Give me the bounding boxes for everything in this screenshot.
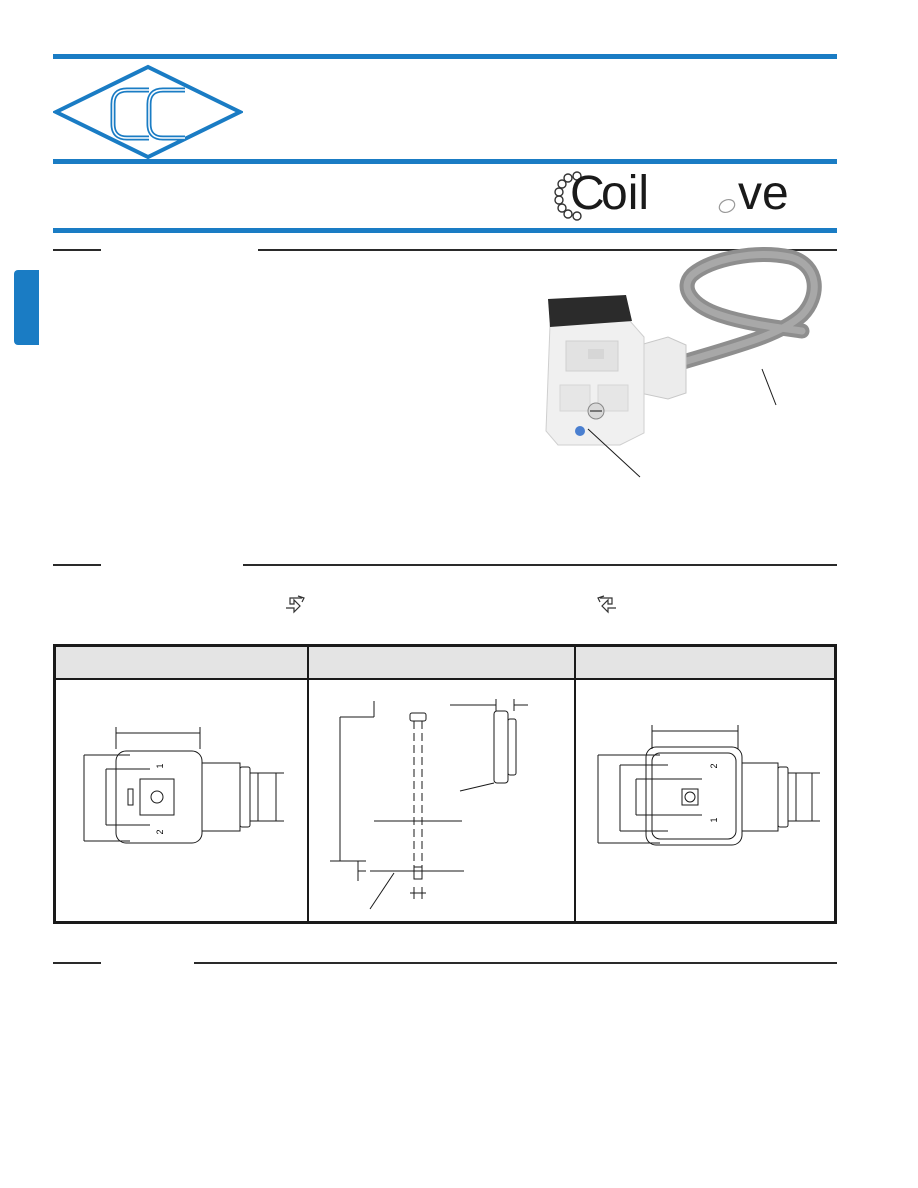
pin-label-right-bottom: 1 [709,817,719,822]
brand-word-right: ve [738,167,789,220]
drawing-table: 1 2 [53,644,837,924]
rotate-right-icon [597,595,616,614]
column-divider-1 [307,647,309,921]
section2-rule-long [243,564,837,566]
side-tab [14,270,39,345]
drawing-top-view-right: 2 1 [597,725,820,846]
brand-initial: C [570,167,605,220]
brand-word-left: oil [601,167,650,220]
top-blue-rule [53,54,837,59]
drawing-side-view [330,699,528,910]
section2-rule-short [53,564,101,566]
drawing-table-header [56,647,834,680]
section-rule-long [258,249,837,251]
mid-blue-rule [53,159,837,164]
drawing-top-view-left: 1 2 [83,727,284,844]
column-divider-2 [574,647,576,921]
section3-rule-long [194,962,837,964]
section3-rule-short [53,962,101,964]
pin-label-left-top: 1 [155,763,165,768]
lower-blue-rule [53,228,837,233]
pin-label-right-top: 2 [709,763,719,768]
rotate-left-icon [286,595,305,614]
company-logo [53,64,243,160]
valve-drop-icon [718,198,736,214]
coil-icon [554,171,582,221]
connector-product-photo [545,247,822,478]
section-rule-short [53,249,101,251]
pin-label-left-bottom: 2 [155,829,165,834]
